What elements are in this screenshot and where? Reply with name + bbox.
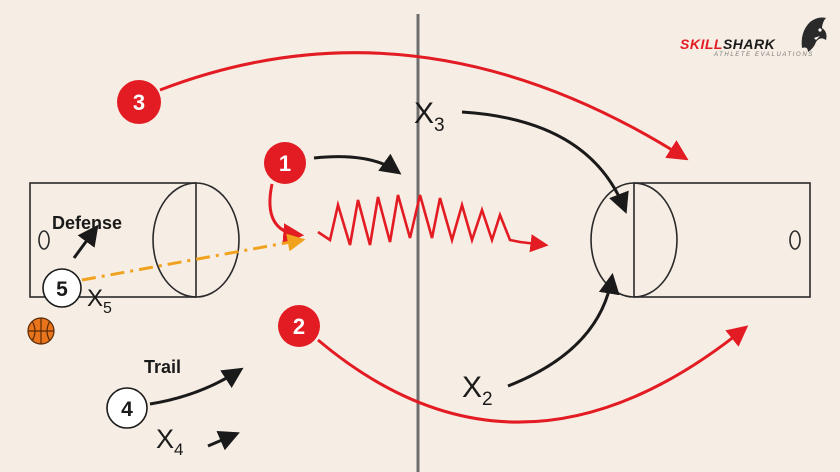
right-key bbox=[590, 182, 811, 298]
offense-marker-2: 2 bbox=[278, 305, 320, 347]
trail-label: Trail bbox=[144, 357, 181, 377]
route-3-arc bbox=[159, 51, 689, 161]
svg-text:1: 1 bbox=[279, 151, 291, 176]
dribble-line bbox=[317, 194, 549, 253]
svg-text:5: 5 bbox=[56, 278, 68, 301]
route-2-arc bbox=[317, 325, 749, 424]
defense-x2-route bbox=[507, 272, 620, 388]
svg-text:3: 3 bbox=[133, 90, 145, 115]
svg-text:2: 2 bbox=[293, 314, 305, 339]
trail-route bbox=[149, 367, 244, 406]
player-5: 5 bbox=[42, 268, 82, 308]
logo-wordmark: SKILLSHARK bbox=[680, 36, 775, 52]
logo-skill: SKILL bbox=[680, 36, 723, 52]
defender-x2: X2 bbox=[462, 371, 493, 410]
left-key bbox=[29, 182, 240, 298]
shark-icon bbox=[801, 17, 827, 52]
pass-line bbox=[81, 233, 306, 282]
skill-shark-logo: SKILLSHARK ATHLETE EVALUATIONS bbox=[680, 14, 830, 64]
player-4: 4 bbox=[106, 387, 148, 429]
defender-x4: X4 bbox=[156, 424, 183, 459]
offense-marker-3: 3 bbox=[117, 80, 161, 124]
basketball-icon bbox=[27, 317, 55, 345]
defense-x4-move bbox=[207, 430, 240, 451]
defense-label: Defense bbox=[52, 213, 122, 233]
logo-tagline: ATHLETE EVALUATIONS bbox=[714, 52, 814, 58]
defender-x5: X5 bbox=[87, 285, 112, 317]
offense-marker-1: 1 bbox=[264, 142, 306, 184]
logo-shark: SHARK bbox=[722, 36, 776, 52]
defense-x5-move bbox=[72, 224, 99, 259]
svg-text:4: 4 bbox=[121, 398, 133, 421]
right-hoop bbox=[789, 230, 801, 250]
left-hoop bbox=[38, 230, 50, 250]
defense-x3-route bbox=[461, 110, 629, 214]
defender-x3: X3 bbox=[414, 97, 445, 136]
defender-1-move bbox=[313, 153, 402, 175]
route-1-cut bbox=[268, 183, 305, 245]
